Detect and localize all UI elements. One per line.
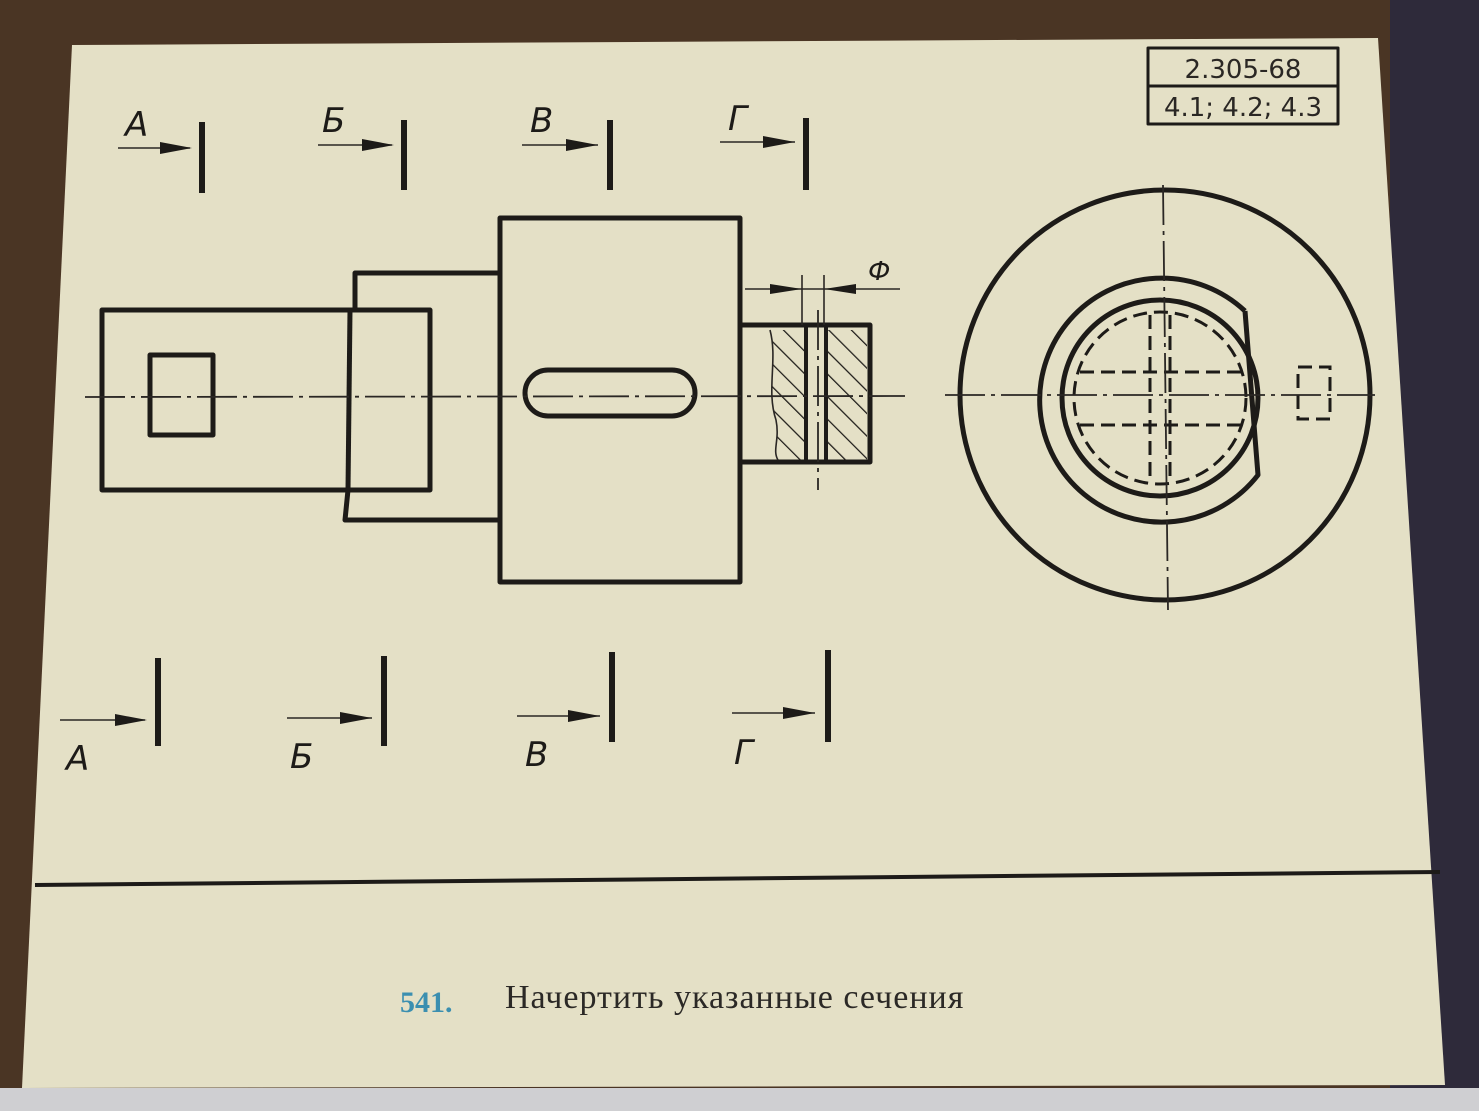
table-surface xyxy=(0,1088,1479,1111)
section-label-v-bottom: В xyxy=(525,735,548,775)
section-label-b-bottom: Б xyxy=(290,737,313,777)
section-marker-a-top: А xyxy=(118,105,205,193)
section-marker-a-bottom: А xyxy=(60,658,161,779)
standard-stamp: 2.305-68 4.1; 4.2; 4.3 xyxy=(1146,46,1340,126)
section-marker-v-bottom: В xyxy=(517,652,615,775)
section-marker-b-top: Б xyxy=(318,101,407,190)
section-label-a: А xyxy=(123,105,148,145)
section-label-a-bottom: А xyxy=(64,739,89,779)
exercise-caption: Начертить указанные сечения xyxy=(505,979,964,1016)
paper-sheet xyxy=(22,38,1445,1088)
section-markers-bottom: А Б В Г xyxy=(60,650,831,779)
section-marker-g-bottom: Г xyxy=(732,650,831,773)
section-label-g-bottom: Г xyxy=(734,733,756,773)
section-label-v: В xyxy=(530,101,553,141)
section-markers-top: А Б В Г xyxy=(118,99,809,193)
section-marker-b-bottom: Б xyxy=(287,656,387,777)
stamp-standard: 2.305-68 xyxy=(1185,55,1302,85)
section-marker-g-top: Г xyxy=(720,99,809,190)
stamp-clauses: 4.1; 4.2; 4.3 xyxy=(1164,93,1322,123)
diameter-symbol: Ф xyxy=(868,257,890,287)
divider-line xyxy=(34,870,1441,887)
section-label-b: Б xyxy=(322,101,345,141)
section-marker-v-top: В xyxy=(522,101,613,190)
side-view xyxy=(945,184,1375,611)
exercise-number: 541. xyxy=(400,986,453,1019)
front-view: Ф xyxy=(84,215,906,585)
section-label-g: Г xyxy=(728,99,750,139)
